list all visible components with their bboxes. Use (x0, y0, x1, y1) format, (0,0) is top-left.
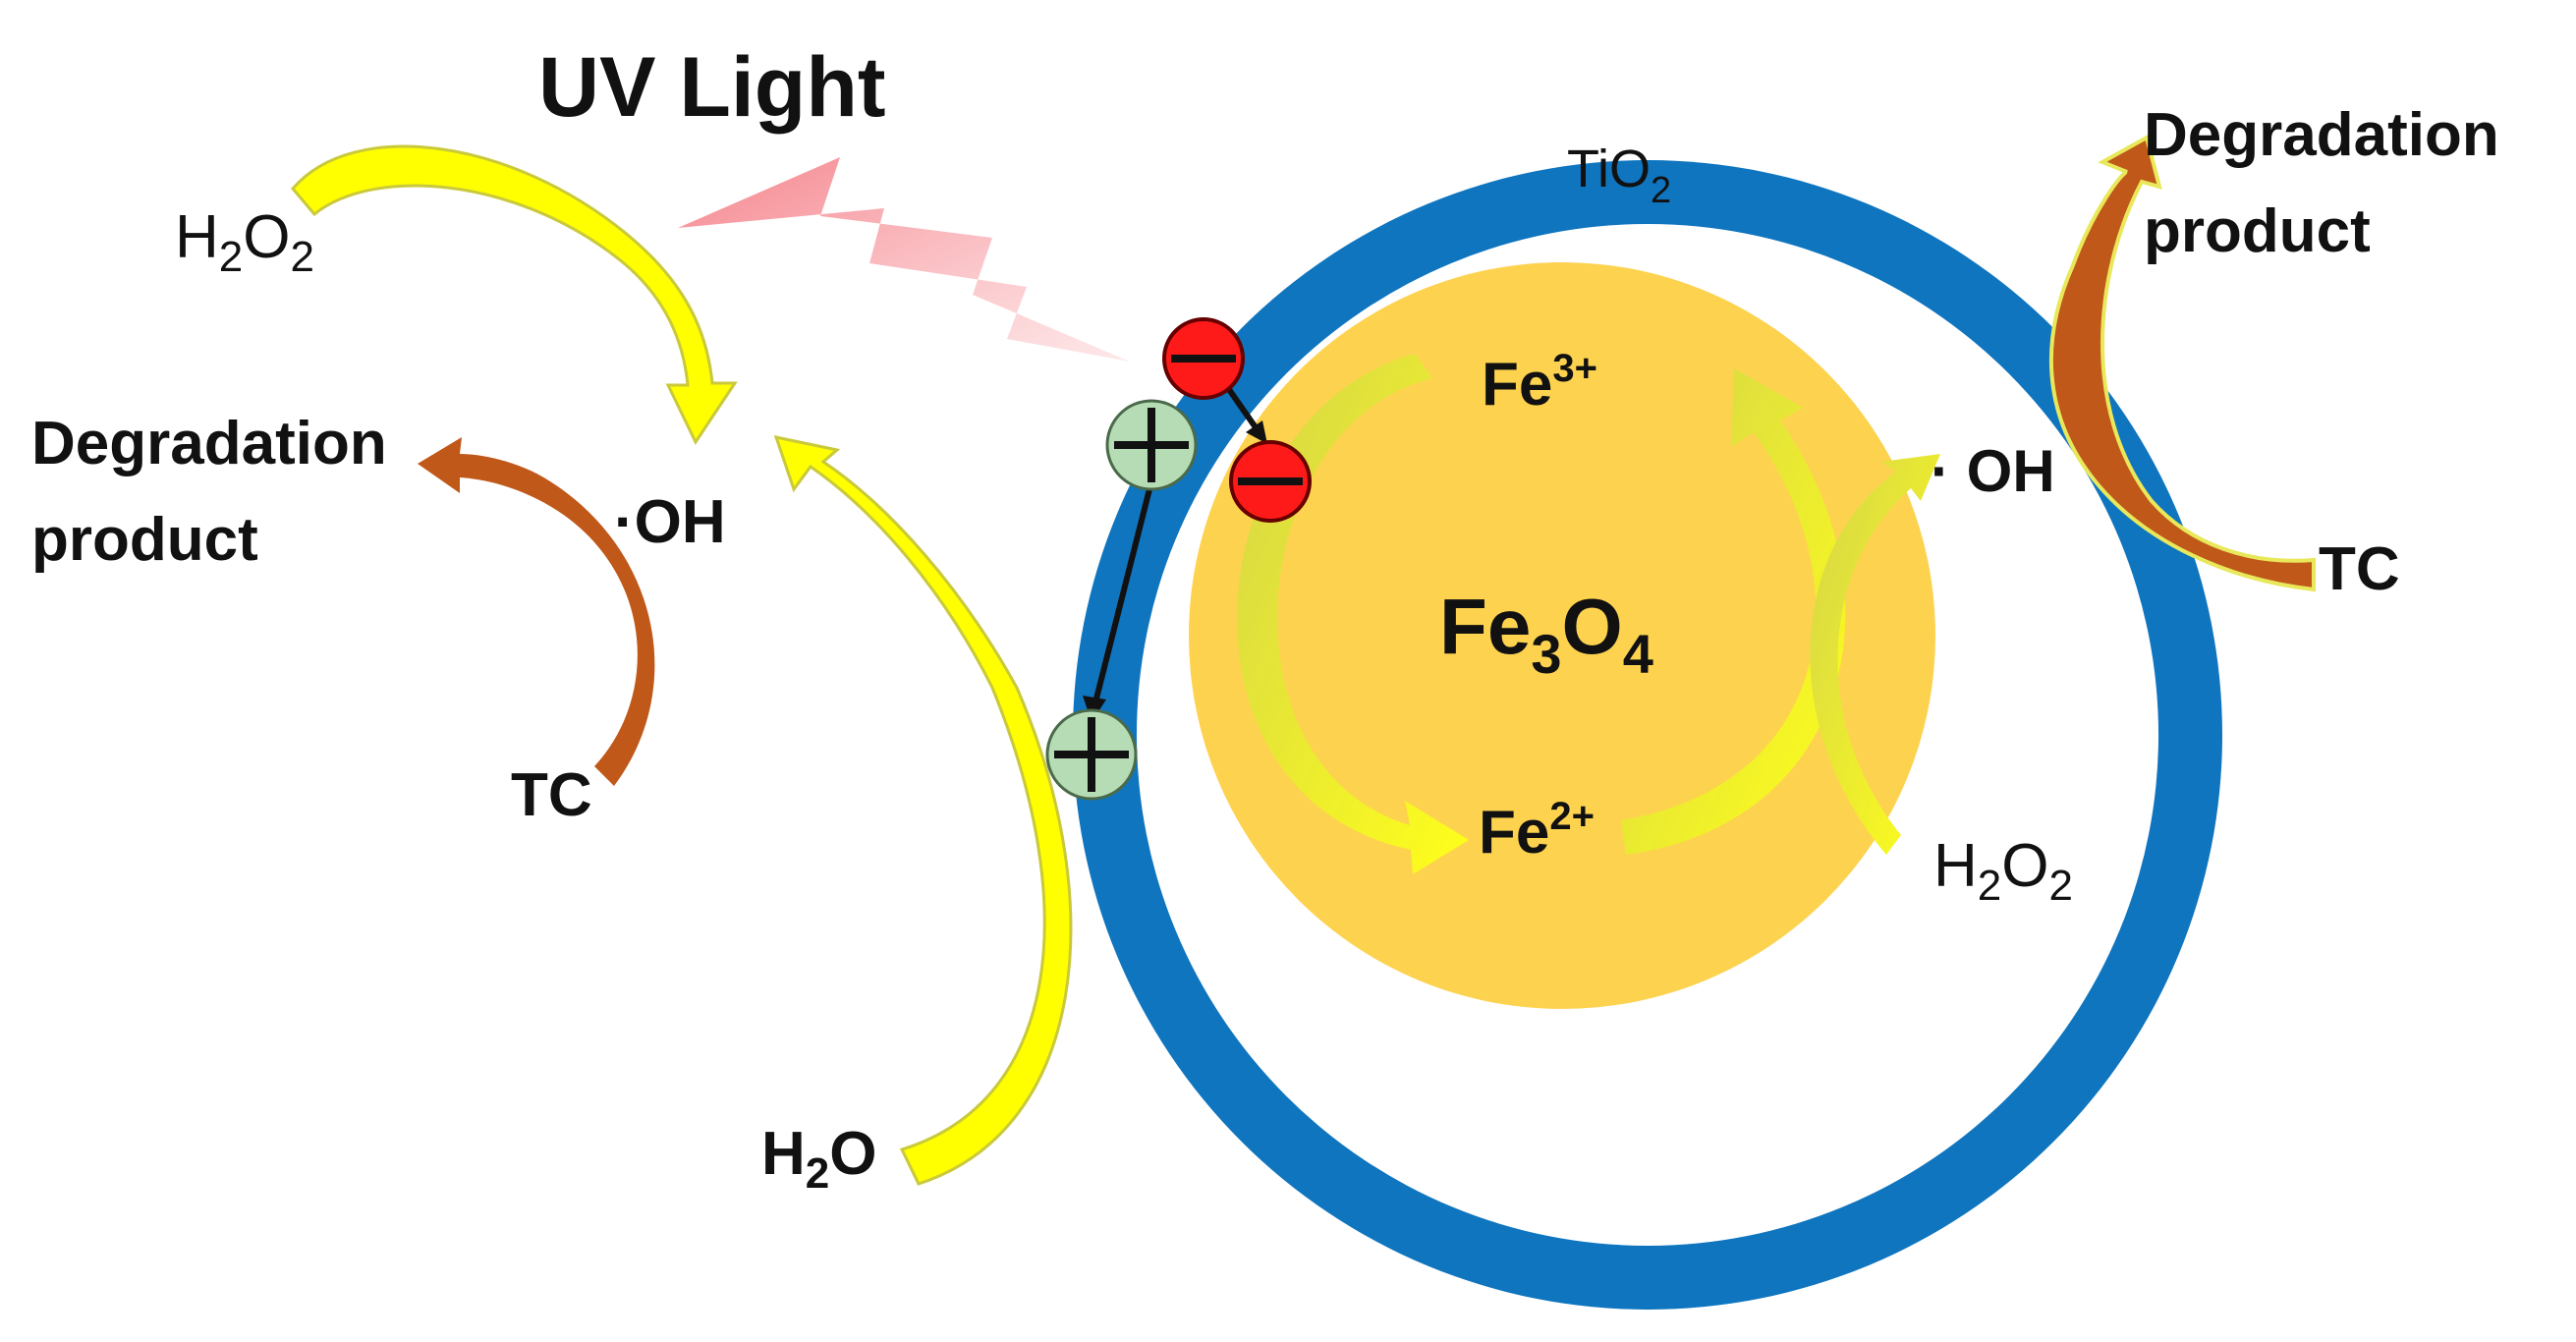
hydroxyl-left-label: ·OH (614, 488, 726, 556)
h2o-to-oh-arrow (773, 434, 1073, 1186)
tio2-label: TiO2 (1567, 140, 1671, 211)
hole-1 (1105, 399, 1198, 491)
tc-to-product-left-arrow (418, 437, 655, 786)
product-left-line2: product (31, 506, 258, 574)
product-right-line2: product (2144, 197, 2371, 265)
hole-migration-arrow (1092, 488, 1152, 703)
h2o2-to-oh-right-arrow (1810, 454, 1940, 855)
h2o2-to-oh-left-arrow (291, 144, 738, 446)
h2o-label: H2O (761, 1120, 877, 1198)
fe2-to-fe3-arrow (1621, 368, 1846, 855)
fe3-ion-label: Fe3+ (1482, 347, 1597, 419)
tc-to-product-right-arrow (2049, 134, 2316, 592)
uv-light-title: UV Light (538, 40, 886, 135)
electron-2 (1229, 440, 1312, 523)
tc-left-label: TC (511, 761, 592, 829)
h2o2-left-label: H2O2 (175, 203, 314, 281)
hole-migration-arrowhead (1083, 696, 1106, 722)
fe2-ion-label: Fe2+ (1479, 795, 1595, 867)
electron-1 (1162, 317, 1245, 400)
h2o2-right-label: H2O2 (1933, 832, 2073, 910)
product-left-line1: Degradation (31, 410, 387, 477)
fe3o4-label: Fe3O4 (1439, 583, 1653, 685)
electron-transfer-arrowhead (1246, 420, 1267, 444)
uv-lightning-bolt-icon (678, 157, 1130, 362)
hydroxyl-right-label: · OH (1931, 438, 2055, 504)
tc-right-label: TC (2319, 535, 2400, 603)
hole-2 (1045, 708, 1138, 801)
product-right-line1: Degradation (2144, 101, 2499, 169)
electron-transfer-arrow (1225, 386, 1260, 432)
